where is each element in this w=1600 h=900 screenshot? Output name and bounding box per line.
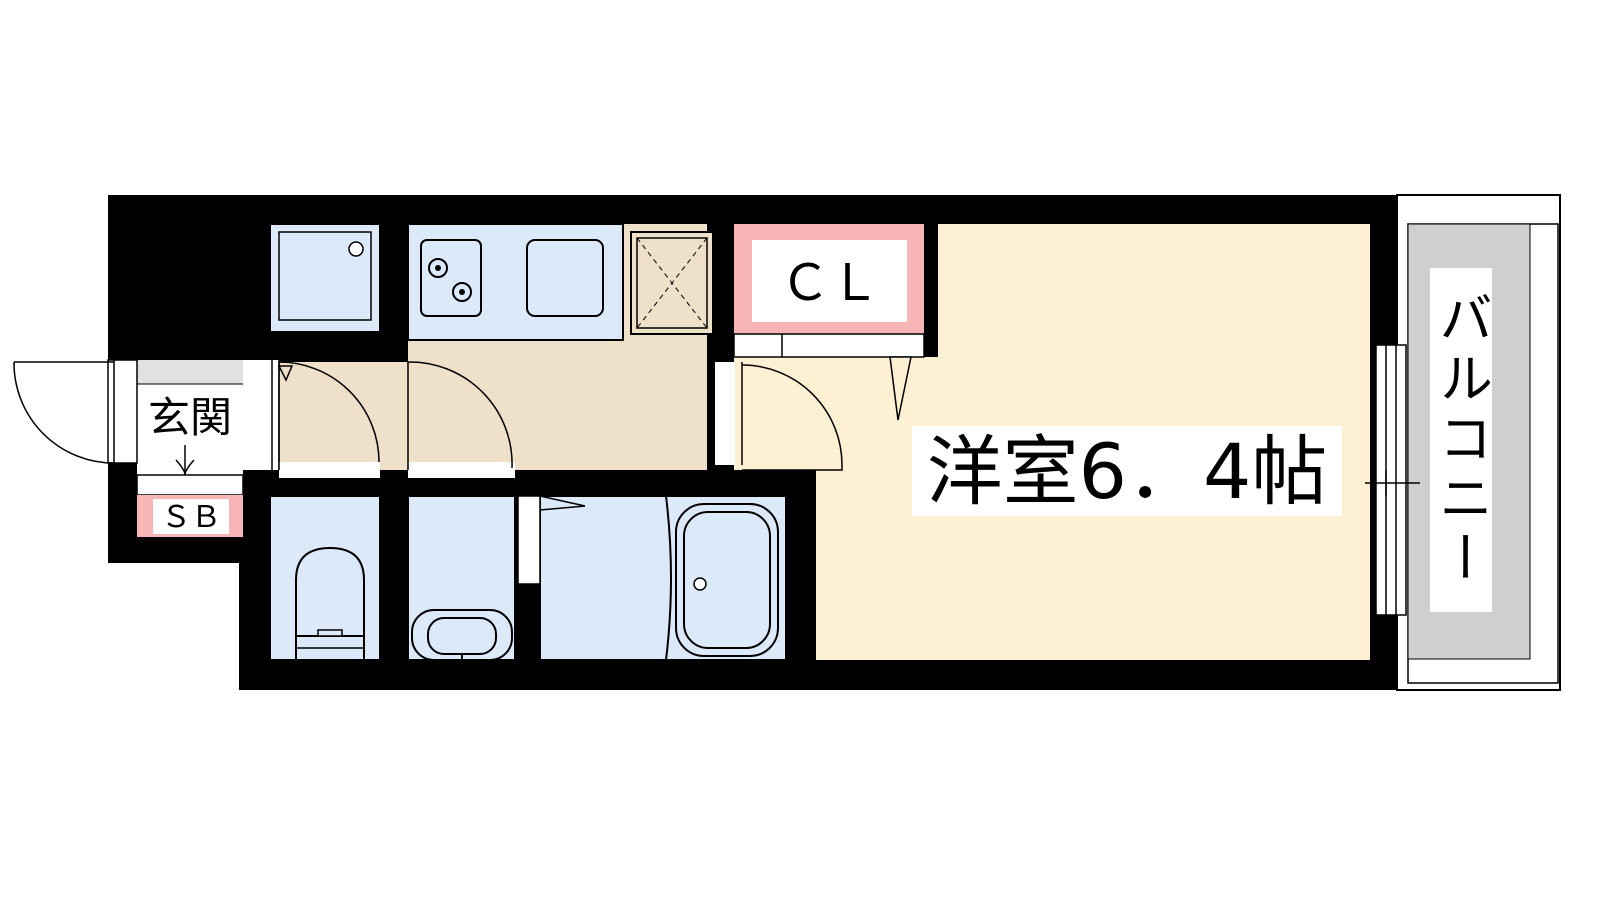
closet-label: ＣＬ [780,254,880,312]
kitchen-counter [407,223,624,341]
entrance-label: 玄関 [148,393,232,442]
washing-machine-icon [269,223,381,333]
washroom [407,495,516,666]
western-room-label: 洋室6．4帖 [927,427,1328,516]
balcony-window[interactable] [1365,344,1420,616]
closet-door-marker [889,356,912,421]
entry-door[interactable] [13,359,138,464]
bathroom [517,495,787,661]
balcony-label: バルコニー [1430,290,1493,590]
washbasin-icon [411,609,513,666]
stove-icon [420,239,482,317]
toilet-door[interactable] [277,361,380,478]
toilet-room [269,495,381,661]
entrance [136,360,244,537]
refrigerator-space-icon [630,231,714,335]
toilet-icon [295,546,365,661]
closet [733,224,925,358]
bathtub-icon [665,495,779,661]
kitchen-floor [279,224,707,470]
washroom-door[interactable] [407,361,515,478]
shoe-box-label: ＳＢ [161,500,221,535]
balcony [1396,194,1561,691]
room-door[interactable] [715,362,843,471]
sink-icon [526,239,604,317]
